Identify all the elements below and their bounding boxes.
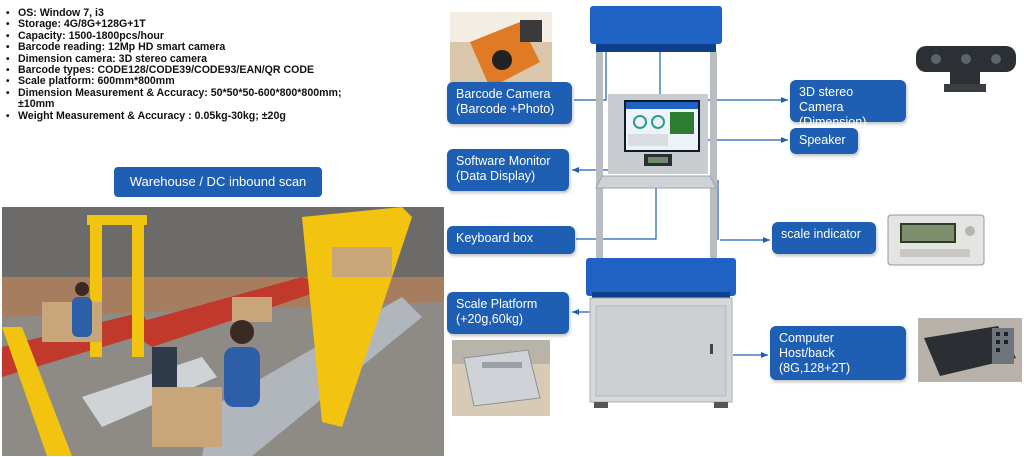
spec-item: Storage: 4G/8G+128G+1T xyxy=(6,18,356,31)
label-text: Host/back xyxy=(779,346,835,360)
label-scale-indicator: scale indicator xyxy=(772,222,876,254)
label-software-monitor: Software Monitor (Data Display) xyxy=(447,149,569,191)
scale-indicator-photo xyxy=(882,209,990,271)
label-text: (+20g,60kg) xyxy=(456,312,524,326)
spec-list: OS: Window 7, i3 Storage: 4G/8G+128G+1T … xyxy=(6,7,356,123)
label-text: 3D stereo Camera xyxy=(799,85,854,114)
label-barcode-camera: Barcode Camera (Barcode +Photo) xyxy=(447,82,572,124)
label-text: (Dimension) xyxy=(799,115,867,129)
scale-platform-photo xyxy=(452,340,550,416)
spec-item: Barcode types: CODE128/CODE39/CODE93/EAN… xyxy=(6,64,356,77)
dimension-scanner-machine xyxy=(586,6,736,408)
label-text: scale indicator xyxy=(781,227,861,241)
stereo-camera-photo xyxy=(906,36,1024,102)
warehouse-photo xyxy=(2,207,444,456)
label-keyboard-box: Keyboard box xyxy=(447,226,575,254)
label-speaker: Speaker xyxy=(790,128,858,154)
label-text: (8G,128+2T) xyxy=(779,361,851,375)
label-text: Scale Platform xyxy=(456,297,538,311)
spec-item: Capacity: 1500-1800pcs/hour xyxy=(6,30,356,43)
warehouse-title: Warehouse / DC inbound scan xyxy=(114,167,322,197)
label-computer-host: Computer Host/back (8G,128+2T) xyxy=(770,326,906,380)
spec-item: Weight Measurement & Accuracy : 0.05kg-3… xyxy=(6,110,356,123)
label-stereo-camera: 3D stereo Camera (Dimension) xyxy=(790,80,906,129)
label-text: Barcode Camera xyxy=(456,87,551,101)
spec-item: Dimension camera: 3D stereo camera xyxy=(6,53,356,66)
label-text: (Data Display) xyxy=(456,169,536,183)
label-text: Software Monitor xyxy=(456,154,551,168)
label-scale-platform: Scale Platform (+20g,60kg) xyxy=(447,292,569,334)
label-text: Computer xyxy=(779,331,834,345)
spec-item: Barcode reading: 12Mp HD smart camera xyxy=(6,41,356,54)
computer-host-photo xyxy=(918,318,1022,382)
label-text: Keyboard box xyxy=(456,231,534,245)
spec-item: OS: Window 7, i3 xyxy=(6,7,356,20)
label-text: Speaker xyxy=(799,133,846,147)
spec-item: Scale platform: 600mm*800mm xyxy=(6,76,356,89)
spec-item: Dimension Measurement & Accuracy: 50*50*… xyxy=(6,87,356,111)
label-text: (Barcode +Photo) xyxy=(456,102,555,116)
